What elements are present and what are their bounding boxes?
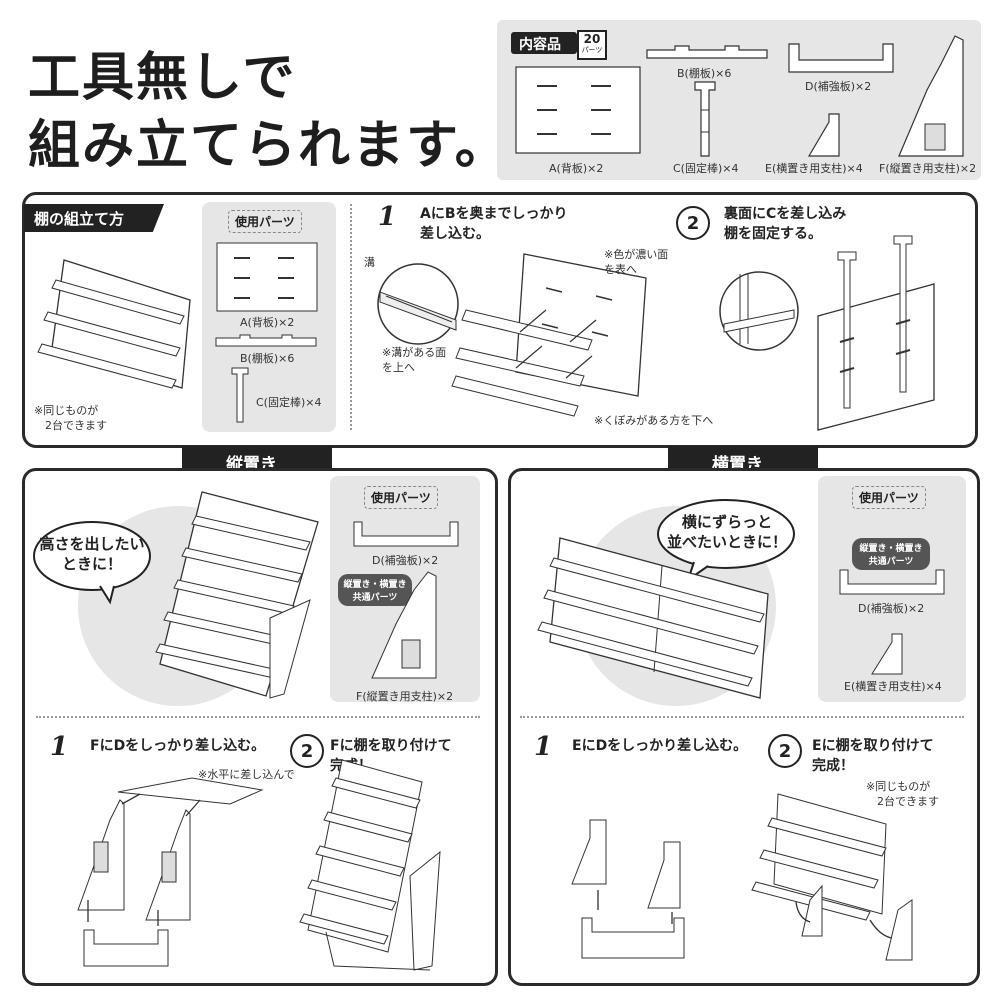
horizontal-part-e-icon — [871, 633, 903, 675]
horizontal-bubble-text: 横にずらっと 並べたいときに！ — [666, 513, 787, 552]
part-a-illustration — [515, 66, 641, 154]
horizontal-step2-note: ※同じものが 2台できます — [866, 780, 939, 808]
part-b-label: B(棚板)×6 — [677, 67, 732, 80]
part-e-label: E(横置き用支柱)×4 — [765, 162, 863, 175]
horizontal-step1-number: 1 — [534, 732, 553, 762]
contents-box: 内容品 20 パーツ A(背板)×2 B(棚板)×6 C(固定棒)×4 D(補強… — [497, 20, 981, 180]
note-notch-down: ※くぼみがある方を下へ — [594, 414, 714, 427]
shelf-part-b-label: B(棚板)×6 — [240, 352, 295, 365]
horizontal-step1-text: EにDをしっかり差し込む。 — [572, 738, 748, 754]
shelf-step2-number: 2 — [676, 206, 710, 240]
shelf-step2-illustration — [817, 235, 935, 431]
shelf-part-a-label: A(背板)×2 — [240, 316, 295, 329]
part-d-illustration — [788, 43, 894, 73]
shelf-part-b-icon — [215, 334, 317, 347]
horizontal-shelf-illustration — [537, 537, 769, 699]
shelf-divider — [350, 204, 352, 430]
vertical-common-parts: 縦置き・横置き 共通パーツ — [338, 574, 412, 606]
shelf-step1-number: 1 — [378, 202, 397, 232]
horizontal-parts-tag: 使用パーツ — [852, 486, 926, 509]
vertical-step1-illustration — [77, 777, 264, 967]
shelf-assembled-illustration — [37, 259, 191, 389]
note-groove-up: ※溝がある面 を上へ — [382, 346, 447, 374]
vertical-step1-text: FにDをしっかり差し込む。 — [90, 738, 266, 754]
shelf-step2-zoom-illustration — [719, 271, 799, 351]
vertical-speech-bubble — [33, 521, 151, 605]
part-a-label: A(背板)×2 — [549, 162, 604, 175]
shelf-part-c-label: C(固定棒)×4 — [256, 396, 322, 409]
shelf-part-c-icon — [231, 367, 249, 423]
vertical-part-f-icon — [371, 571, 437, 679]
part-c-label: C(固定棒)×4 — [673, 162, 739, 175]
horizontal-part-e-label: E(横置き用支柱)×4 — [844, 680, 942, 693]
horizontal-part-d-label: D(補強板)×2 — [858, 602, 925, 615]
headline-line1: 工具無しで — [28, 48, 297, 108]
vertical-step1-number: 1 — [50, 732, 69, 762]
vertical-bubble-text: 高さを出したい ときに！ — [39, 535, 145, 574]
shelf-note-same: ※同じものが 2台できます — [34, 404, 107, 432]
part-b-illustration — [646, 45, 768, 59]
horizontal-part-d-icon — [839, 569, 945, 595]
shelf-parts-tag: 使用パーツ — [228, 210, 302, 233]
shelf-assembly-title: 棚の組立て方 — [24, 204, 164, 232]
vertical-part-d-label: D(補強板)×2 — [372, 554, 439, 567]
horizontal-common-parts: 縦置き・横置き 共通パーツ — [852, 538, 930, 570]
vertical-step2-number: 2 — [290, 734, 324, 768]
label-groove: 溝 — [364, 256, 375, 269]
shelf-step1-text: AにBを奥までしっかり 差し込む。 — [420, 206, 568, 243]
vertical-divider — [36, 716, 480, 718]
horizontal-step2-illustration — [751, 793, 913, 961]
vertical-shelf-illustration — [155, 491, 319, 699]
shelf-part-a-icon — [216, 242, 318, 312]
note-dark-face: ※色が濃い面 を表へ — [604, 248, 669, 276]
vertical-parts-tag: 使用パーツ — [364, 486, 438, 509]
shelf-step2-text: 裏面にCを差し込み 棚を固定する。 — [724, 206, 847, 243]
shelf-parts-panel — [202, 202, 336, 432]
groove-zoom-illustration — [377, 263, 459, 345]
horizontal-divider — [520, 716, 964, 718]
part-f-illustration — [898, 35, 964, 157]
parts-count-badge: 20 パーツ — [577, 30, 607, 60]
horizontal-speech-bubble — [657, 499, 795, 583]
part-c-illustration — [694, 81, 716, 157]
vertical-step2-illustration — [299, 759, 441, 971]
horizontal-step2-number: 2 — [768, 734, 802, 768]
vertical-part-f-label: F(縦置き用支柱)×2 — [356, 690, 454, 703]
contents-tag: 内容品 — [511, 32, 577, 54]
shelf-step1-illustration — [451, 253, 647, 417]
horizontal-step2-text: Eに棚を取り付けて 完成！ — [812, 738, 934, 775]
vertical-part-d-icon — [353, 521, 459, 547]
part-e-illustration — [807, 113, 840, 157]
horizontal-step1-illustration — [571, 819, 685, 959]
part-d-label: D(補強板)×2 — [805, 80, 872, 93]
part-f-label: F(縦置き用支柱)×2 — [879, 162, 977, 175]
headline-line2: 組み立てられます。 — [28, 116, 509, 176]
